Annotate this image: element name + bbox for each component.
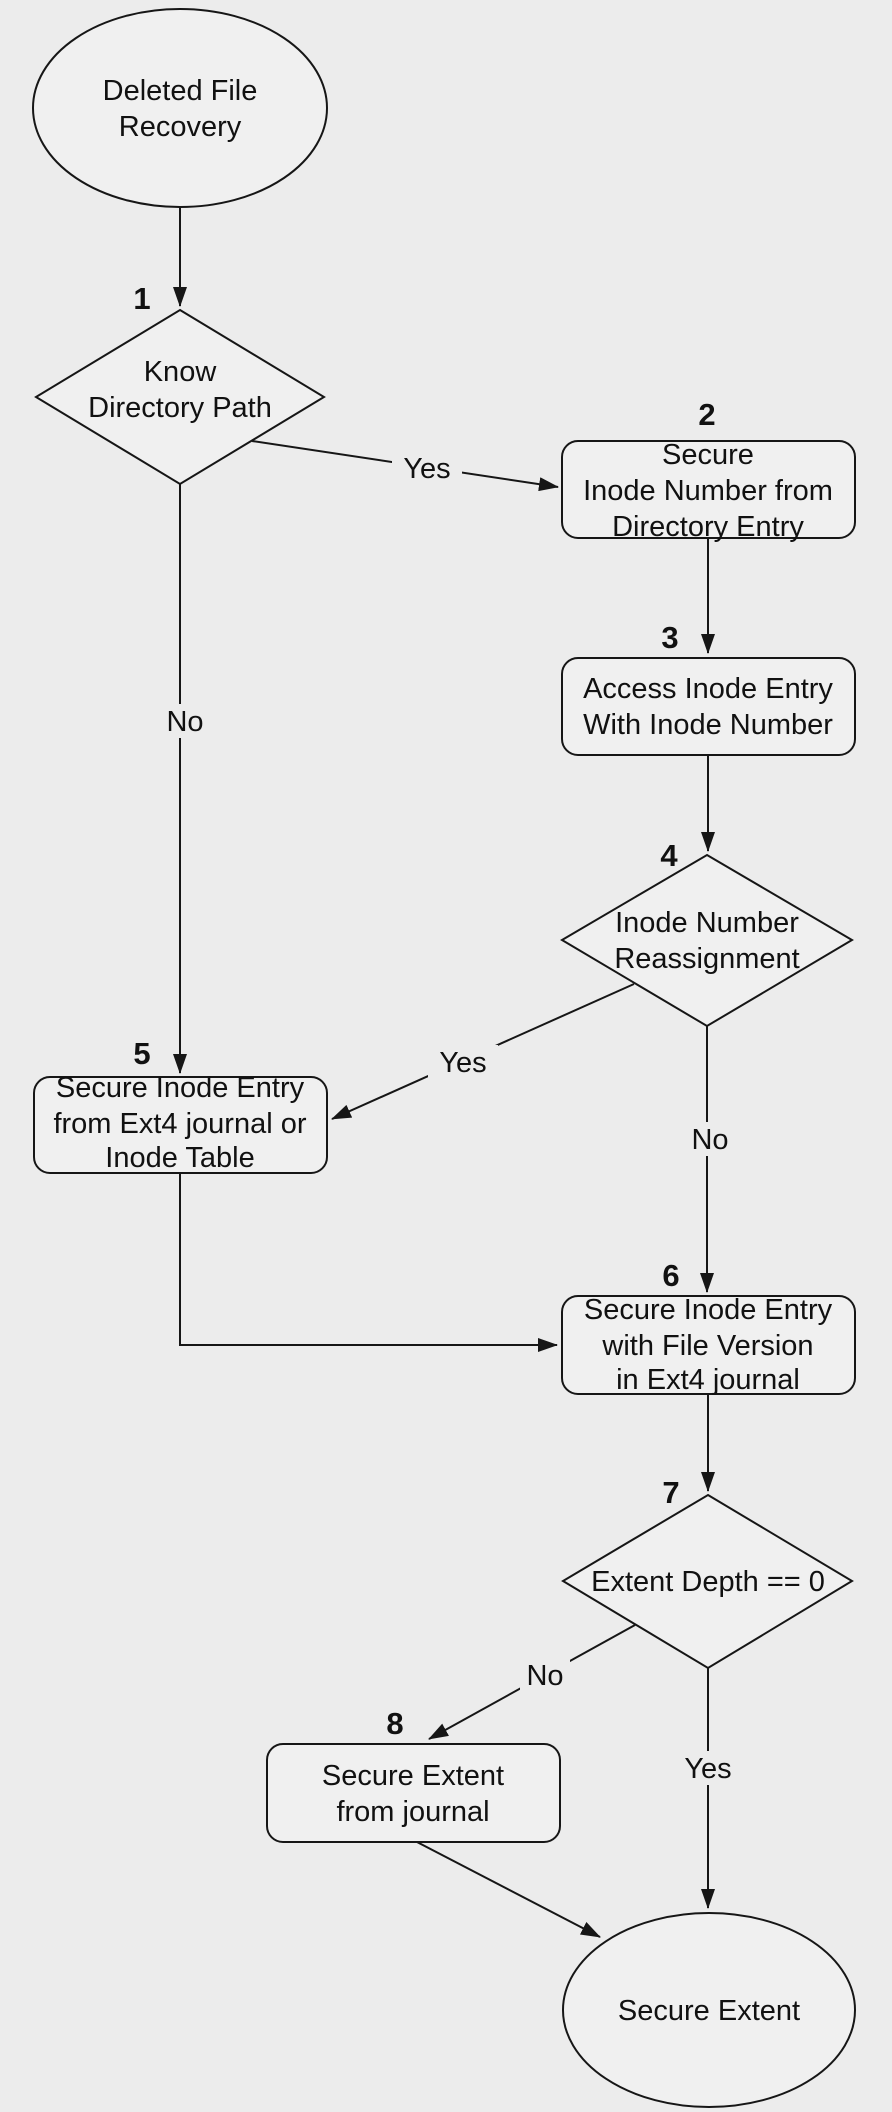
edge-label-bg	[160, 704, 210, 738]
decision-7-label-line1: Extent Depth == 0	[591, 1566, 825, 1598]
step-6-box-shape	[561, 1295, 856, 1395]
decision-4-number: 4	[660, 838, 678, 873]
edge-label-d4-no: No	[691, 1124, 728, 1156]
decision-4-label-line1: Inode Number	[615, 907, 799, 939]
edge-labels: Yes No Yes No No Yes	[160, 451, 743, 1785]
edge-label-bg	[392, 451, 462, 485]
node-step-8: 8 Secure Extent from journal	[266, 1706, 561, 1843]
step-3-label-line1: Access Inode Entry	[583, 673, 833, 705]
step-3-number: 3	[661, 620, 678, 655]
step-6-label-line1: Secure Inode Entry	[584, 1294, 833, 1326]
step-5-label-line2: from Ext4 journal or	[53, 1108, 306, 1140]
step-2-label-line2: Inode Number from	[583, 475, 833, 507]
decision-1-label-line2: Directory Path	[88, 392, 272, 424]
edge-label-d7-yes: Yes	[684, 1753, 731, 1785]
step-5-number: 5	[133, 1036, 150, 1071]
step-8-number: 8	[386, 1706, 403, 1741]
edge-label-bg	[685, 1122, 735, 1156]
end-label-line1: Secure Extent	[618, 1995, 800, 2027]
step-5-label-line1: Secure Inode Entry	[56, 1072, 305, 1104]
node-step-6: 6 Secure Inode Entry with File Version i…	[561, 1258, 856, 1396]
step-6-number: 6	[662, 1258, 679, 1293]
edge-label-bg	[428, 1045, 498, 1079]
start-label-line1: Deleted File	[103, 75, 258, 107]
edge-label-bg	[520, 1658, 570, 1692]
step-6-label-line2: with File Version	[601, 1330, 813, 1362]
node-start: Deleted File Recovery	[32, 8, 328, 208]
node-step-5: 5 Secure Inode Entry from Ext4 journal o…	[33, 1036, 328, 1174]
start-ellipse-shape	[32, 8, 328, 208]
node-decision-1: 1 Know Directory Path	[34, 281, 326, 486]
decision-7-number: 7	[662, 1475, 679, 1510]
decision-4-label-line2: Reassignment	[614, 943, 799, 975]
node-decision-4: 4 Inode Number Reassignment	[560, 838, 854, 1028]
edge-label-d1-no: No	[166, 706, 203, 738]
node-step-3: 3 Access Inode Entry With Inode Number	[561, 620, 856, 756]
step-2-label-line1: Secure	[662, 439, 754, 471]
step-8-label-line1: Secure Extent	[322, 1760, 504, 1792]
step-5-box-shape	[33, 1076, 328, 1174]
decision-1-label-line1: Know	[144, 356, 218, 388]
node-end: Secure Extent	[562, 1912, 856, 2108]
decision-7-diamond-shape	[561, 1493, 854, 1670]
edge-label-bg	[673, 1751, 743, 1785]
step-8-label-line2: from journal	[336, 1796, 489, 1828]
edge-b8-to-end	[416, 1841, 601, 1938]
edge-label-d1-yes: Yes	[403, 453, 450, 485]
decision-1-number: 1	[133, 281, 150, 316]
edge-label-d7-no: No	[526, 1660, 563, 1692]
node-decision-7: 7 Extent Depth == 0	[561, 1475, 854, 1670]
decision-4-diamond-shape	[560, 853, 854, 1028]
step-2-number: 2	[698, 397, 715, 432]
step-6-label-line3: in Ext4 journal	[616, 1364, 800, 1396]
step-3-box-shape	[561, 657, 856, 756]
edge-label-d4-yes: Yes	[439, 1047, 486, 1079]
step-3-label-line2: With Inode Number	[583, 709, 833, 741]
step-5-label-line3: Inode Table	[105, 1142, 254, 1174]
start-label-line2: Recovery	[119, 111, 242, 143]
step-2-box-shape	[561, 440, 856, 539]
node-step-2: 2 Secure Inode Number from Directory Ent…	[561, 397, 856, 543]
end-ellipse-shape	[562, 1912, 856, 2108]
edge-b5-to-b6	[179, 1173, 558, 1352]
step-2-label-line3: Directory Entry	[612, 511, 804, 543]
decision-1-diamond-shape	[34, 308, 326, 486]
step-8-box-shape	[266, 1743, 561, 1843]
